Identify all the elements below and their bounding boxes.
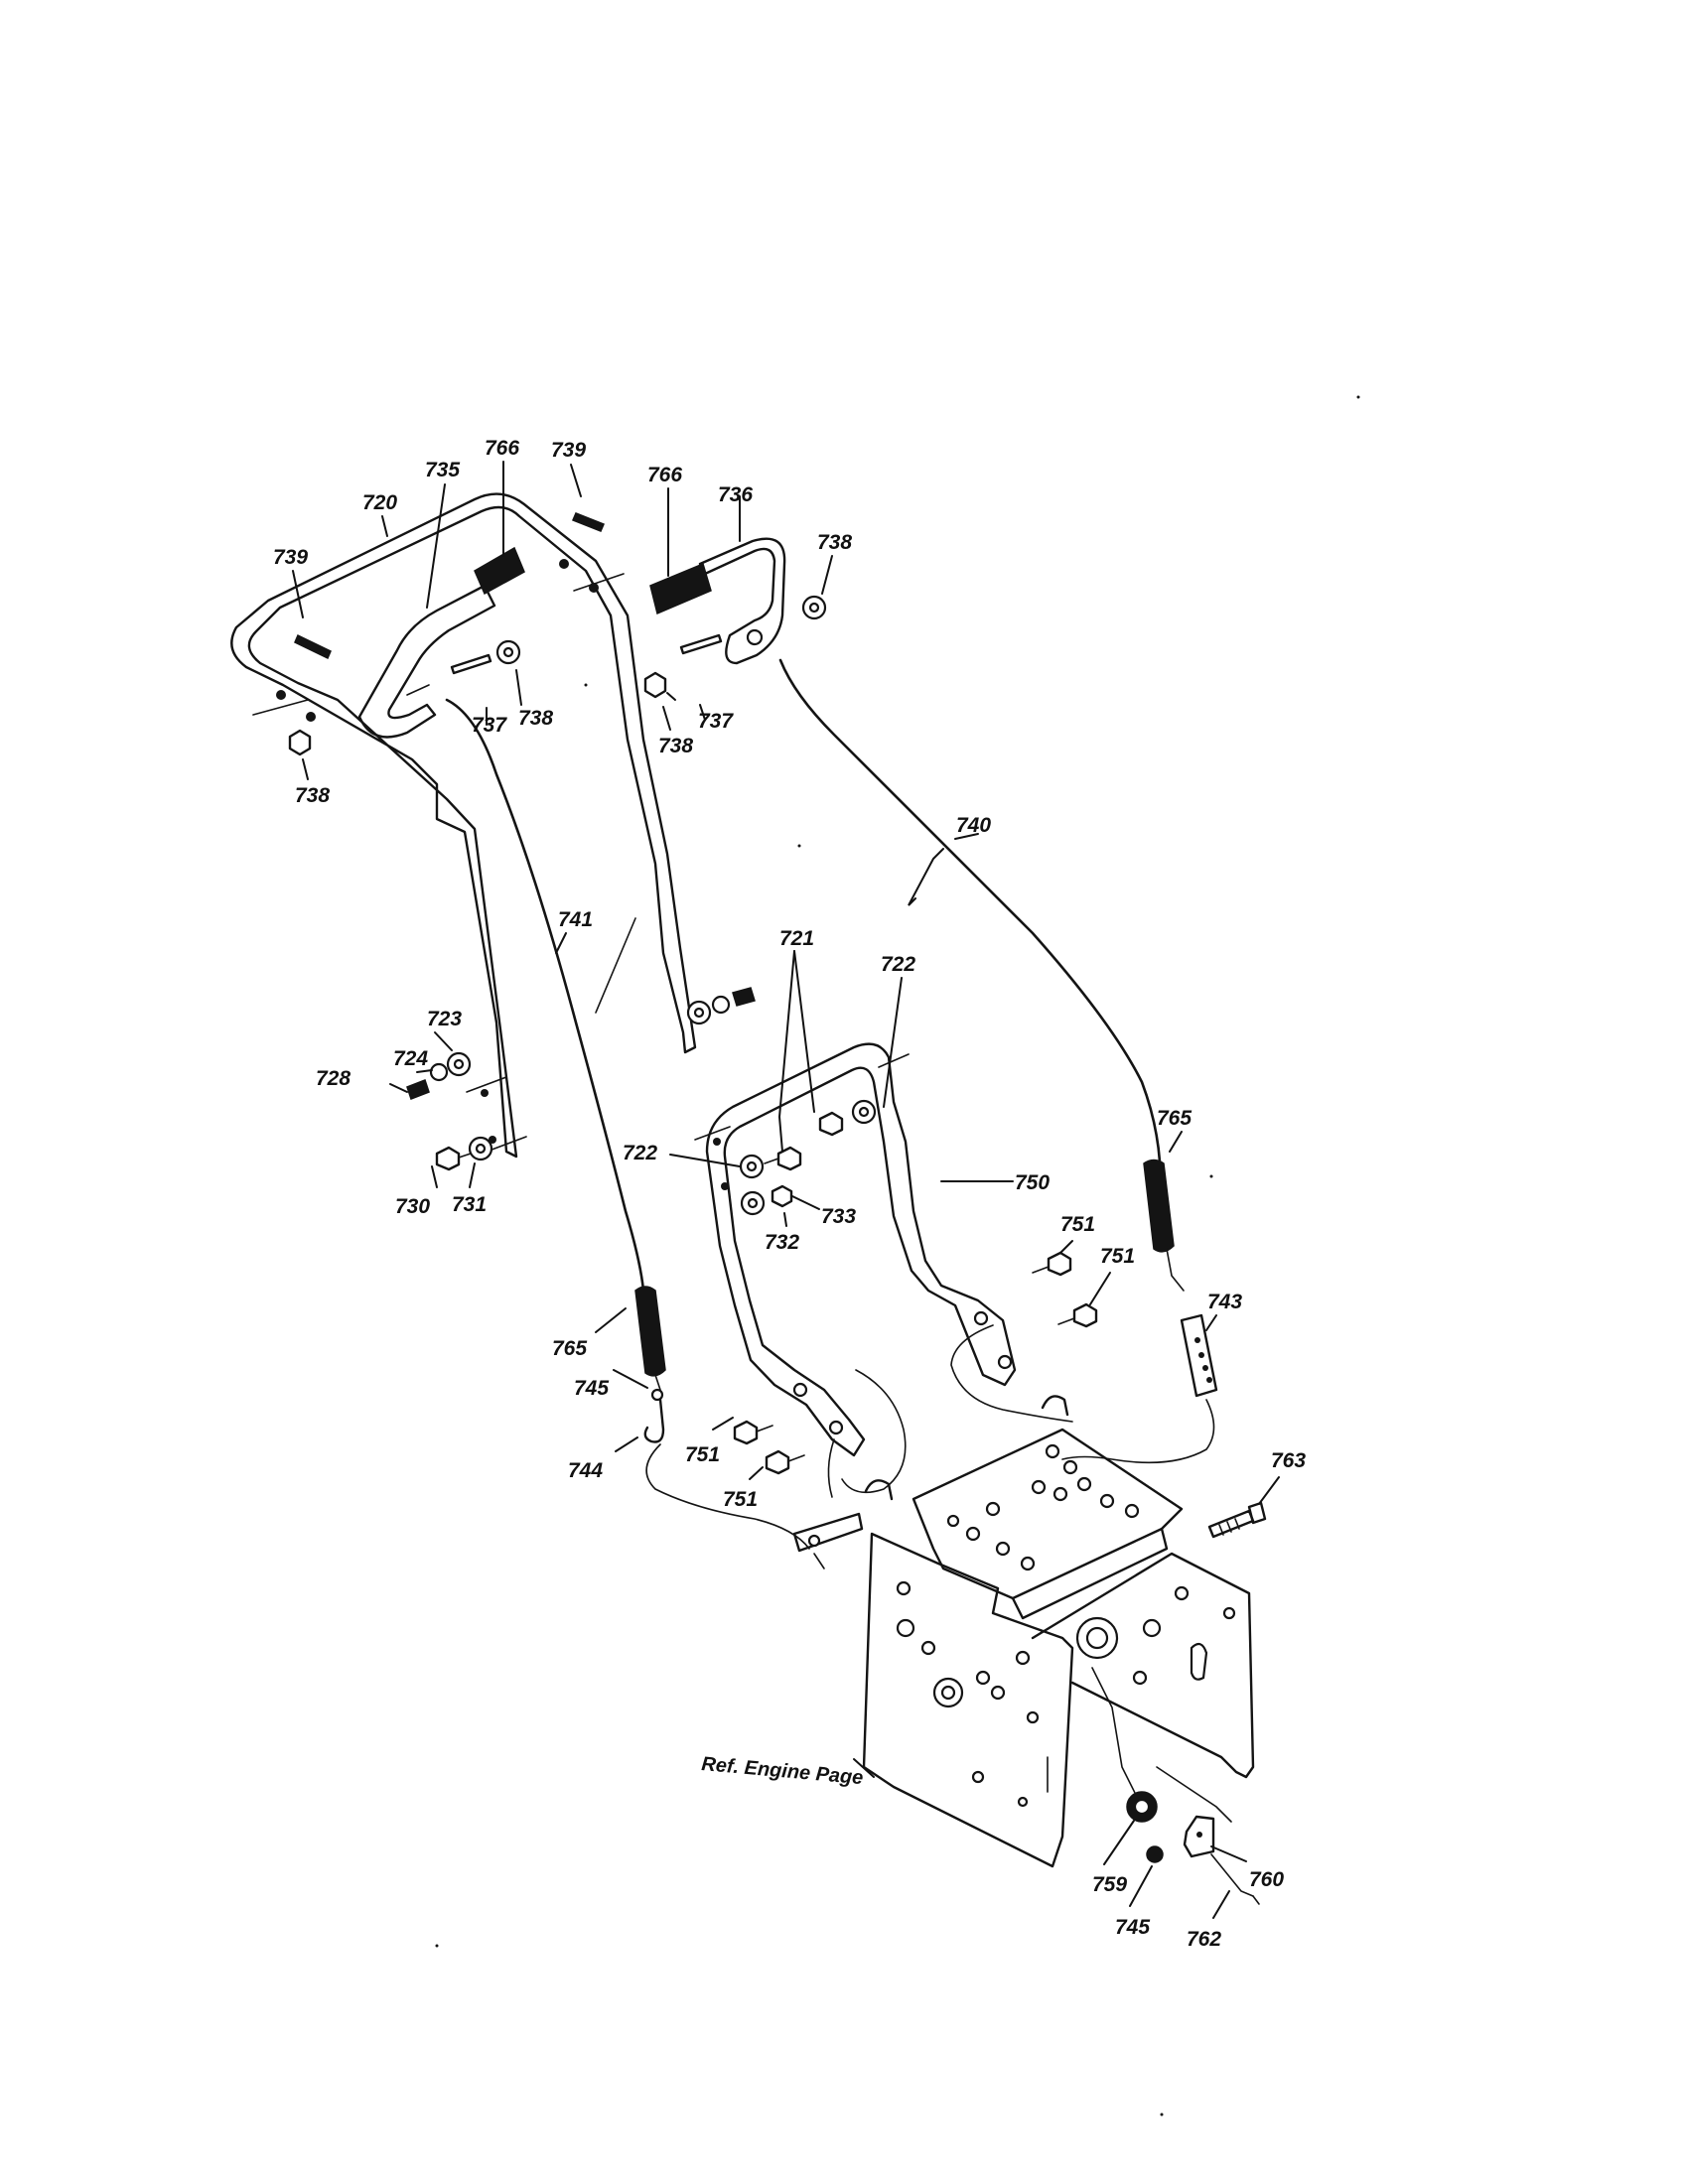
part-labels: 766 739 735 720 739 766 736 738 737 738 … (273, 437, 1306, 1951)
label-737: 737 (698, 710, 734, 733)
label-765: 765 (552, 1337, 587, 1360)
bolt-763 (1207, 1501, 1267, 1539)
upper-handle (230, 492, 697, 1159)
label-738: 738 (817, 531, 852, 554)
label-723: 723 (427, 1008, 462, 1030)
washer-738-right (801, 595, 827, 620)
hardware-lower-handle (739, 1099, 877, 1216)
control-cable-740 (778, 658, 1162, 1163)
label-750: 750 (1015, 1171, 1050, 1194)
bolt-751-lower-right (1057, 1302, 1098, 1328)
label-737: 737 (472, 714, 507, 737)
label-739: 739 (273, 546, 308, 569)
reference-label: Ref. Engine Page (701, 1753, 865, 1789)
label-724: 724 (393, 1047, 428, 1070)
label-763: 763 (1271, 1449, 1306, 1472)
label-745: 745 (1115, 1916, 1150, 1939)
label-751: 751 (1100, 1245, 1135, 1268)
label-744: 744 (568, 1459, 603, 1482)
label-739: 739 (551, 439, 586, 462)
label-736: 736 (718, 483, 753, 506)
label-751: 751 (723, 1488, 758, 1511)
pin-737-left (450, 653, 492, 675)
grip-766-right (649, 562, 712, 615)
label-762: 762 (1187, 1928, 1221, 1951)
nut-738-right-left (643, 671, 667, 699)
nut-738-far-left (288, 729, 312, 756)
grip-766-left (474, 546, 525, 596)
label-722: 722 (881, 953, 915, 976)
scan-specks (435, 395, 1360, 2116)
label-766: 766 (485, 437, 519, 460)
label-741: 741 (558, 908, 593, 931)
decal-739-left (294, 633, 332, 660)
spring-765-left (634, 1286, 666, 1402)
label-745: 745 (574, 1377, 609, 1400)
label-721: 721 (779, 927, 814, 950)
control-cable-741 (445, 698, 645, 1293)
label-728: 728 (316, 1067, 351, 1090)
decal-739-top (572, 512, 605, 532)
label-751: 751 (685, 1443, 720, 1466)
label-733: 733 (821, 1205, 856, 1228)
label-751: 751 (1060, 1213, 1095, 1236)
leader-lines (292, 461, 1280, 1919)
label-735: 735 (425, 459, 460, 481)
label-732: 732 (765, 1231, 799, 1254)
lower-handle (694, 1042, 1017, 1457)
hardware-right-side (686, 987, 756, 1025)
label-731: 731 (452, 1193, 487, 1216)
label-760: 760 (1249, 1868, 1284, 1891)
link-743 (1180, 1313, 1218, 1398)
hook-744 (643, 1398, 665, 1443)
control-lever-736 (698, 537, 786, 665)
bolt-751-upper-right (1032, 1251, 1072, 1277)
control-lever-735 (357, 584, 496, 739)
label-738: 738 (295, 784, 330, 807)
label-766: 766 (647, 464, 682, 486)
label-738: 738 (518, 707, 553, 730)
washer-738-left (495, 639, 521, 665)
label-730: 730 (395, 1195, 430, 1218)
label-759: 759 (1092, 1873, 1127, 1896)
label-738: 738 (658, 735, 693, 757)
label-740: 740 (956, 814, 991, 837)
bolt-751-lower-left (765, 1449, 805, 1475)
label-765: 765 (1157, 1107, 1192, 1130)
label-743: 743 (1207, 1291, 1242, 1313)
spring-765-right (1143, 1159, 1185, 1292)
lower-wires (645, 1324, 1215, 1550)
hardware-left-side (406, 1051, 493, 1171)
bolt-751-upper-left (733, 1420, 773, 1445)
handle-bracket-frame (792, 1395, 1255, 1868)
label-722: 722 (623, 1142, 657, 1164)
label-720: 720 (362, 491, 397, 514)
pin-737-right (679, 633, 723, 655)
idler-assembly (1091, 1667, 1260, 1905)
